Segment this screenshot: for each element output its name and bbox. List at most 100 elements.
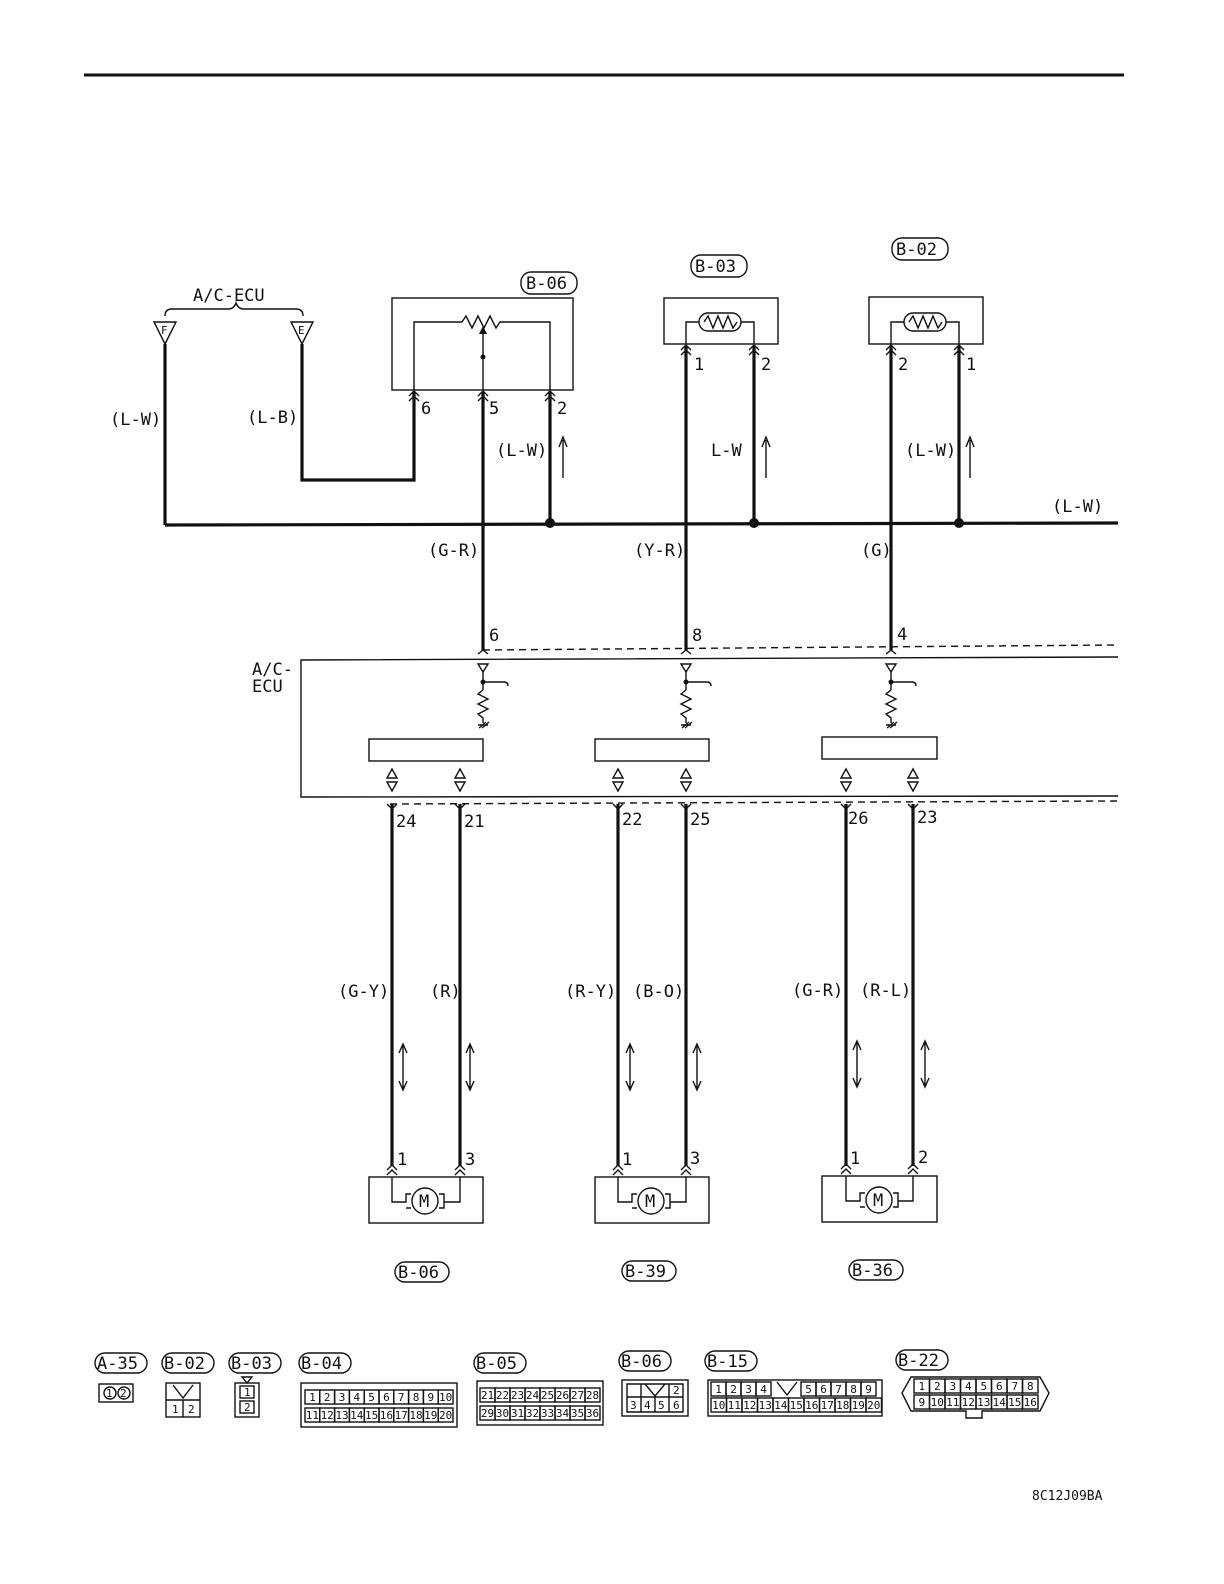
motor-b36-tag-box (848, 1259, 904, 1281)
conn-b02-pin-2: 2 (188, 1403, 195, 1416)
sensor-b06-tag: B-06 (526, 274, 567, 294)
wire-color-lw-left: (L-W) (110, 410, 161, 430)
ecu-pin-24: 24 (396, 812, 416, 832)
conn-b15-pin-9-cell (860, 1381, 877, 1397)
wire-color-lb: (L-B) (247, 408, 298, 428)
conn-b03-pin-1: 1 (244, 1386, 251, 1399)
conn-b22-tag: B-22 (898, 1351, 939, 1371)
conn-b04-pin-10: 10 (439, 1391, 452, 1404)
ecu-pin-8: 8 (692, 626, 702, 646)
current-arrow-b02 (965, 435, 975, 478)
conn-b15-key (776, 1381, 798, 1397)
conn-b04-pin-19: 19 (424, 1409, 437, 1422)
ecu-driver-io-triangles (385, 767, 920, 793)
conn-b15-pin-18: 18 (836, 1399, 849, 1412)
wiper-junction (480, 354, 486, 360)
current-arrow-b03 (761, 435, 771, 478)
conn-b06-grid (626, 1383, 684, 1413)
conn-b05-pin-28-cell (584, 1387, 601, 1403)
conn-b04-pin-20-cell (437, 1407, 454, 1423)
potentiometer-resistor (461, 314, 503, 330)
conn-b02-pin-1: 1 (172, 1403, 179, 1416)
conn-b15-pin-20: 20 (867, 1399, 880, 1412)
conn-b22-pin-8: 8 (1027, 1380, 1034, 1393)
conn-b04-pin-12: 12 (321, 1409, 334, 1422)
ecu-input-circuit-1 (476, 663, 509, 729)
conn-b04-pin-17: 17 (395, 1409, 408, 1422)
motor-b39-pin-1: 1 (622, 1150, 632, 1170)
conn-b04-pin-11: 11 (306, 1409, 319, 1422)
conn-b04-pin-15: 15 (365, 1409, 378, 1422)
ecu-driver-3 (821, 736, 938, 760)
motor-b06-pin-arrows (386, 1164, 466, 1176)
conn-b04-pin-13: 13 (335, 1409, 348, 1422)
conn-b22-pin-10: 10 (931, 1396, 944, 1409)
conn-b15-pin-4: 4 (760, 1383, 767, 1396)
sensor-b06: B-06 6 5 2 (391, 271, 578, 419)
conn-b04-pin-9: 9 (427, 1391, 434, 1404)
wire-lw-bus (164, 521, 1119, 527)
motor-b06-tag-box (394, 1261, 450, 1283)
sensor-b06-pin-6: 6 (421, 399, 431, 419)
motor-b06-box (368, 1176, 484, 1224)
ecu-node-2 (683, 679, 689, 685)
conn-b02-tag: B-02 (164, 1354, 205, 1374)
conn-b05-pin-28: 28 (586, 1389, 599, 1402)
conn-b04-pin-2: 2 (324, 1391, 331, 1404)
conn-b22-pin-1: 1 (918, 1380, 925, 1393)
conn-b04-face (300, 1382, 458, 1428)
conn-b15-pin-19: 19 (852, 1399, 865, 1412)
sensor-b02-thermistor (903, 312, 947, 332)
conn-b03-tag-box (228, 1352, 282, 1374)
ecu-pin-25: 25 (690, 810, 710, 830)
conn-b22-pin-7: 7 (1011, 1380, 1018, 1393)
terminal-f-triangle (152, 321, 178, 346)
current-arrow-b06 (558, 435, 568, 478)
conn-b03-pin-box-1 (239, 1385, 255, 1399)
conn-a35-tag-box (94, 1352, 148, 1374)
conn-b15-pin-20-cell (865, 1397, 883, 1413)
conn-a35-face (98, 1383, 134, 1403)
ecu-input-circuit-3 (884, 663, 917, 729)
conn-b04-pin-16: 16 (380, 1409, 393, 1422)
conn-b05-pin-31: 31 (511, 1407, 524, 1420)
ecu-top-brace (164, 300, 304, 317)
potentiometer-frame (413, 321, 551, 390)
conn-b05-pin-29: 29 (481, 1407, 494, 1420)
motor-b06-pin-1: 1 (397, 1150, 407, 1170)
motor-b06: M 1 3 B-06 (368, 1150, 484, 1283)
ecu-top-label: A/C-ECU (193, 286, 265, 306)
ecu-dash-top (482, 644, 1119, 651)
sensor-b02-frame (890, 321, 960, 344)
conn-b22-pin-16-cell (1021, 1394, 1039, 1410)
sensor-b02-pin-1: 1 (966, 355, 976, 375)
motor-b39-wiring (617, 1177, 687, 1209)
conn-b06-pin-4: 4 (644, 1399, 651, 1412)
sensor-b02-tag-box (891, 237, 949, 261)
conn-b15-tag-box (704, 1350, 758, 1372)
conn-a35-pin-2: 2 (120, 1387, 127, 1400)
wire-lb-e (300, 344, 416, 482)
conn-a35-pin-circle-1 (103, 1386, 117, 1400)
motor-b39-tag: B-39 (625, 1262, 666, 1282)
sensor-b03-thermistor-zigzag (703, 314, 738, 330)
motor-current-arrows (398, 1039, 930, 1092)
conn-b03-tag: B-03 (231, 1354, 272, 1374)
motor-b36-pin-1: 1 (850, 1149, 860, 1169)
motor-b06-pin-3: 3 (465, 1150, 475, 1170)
motor-b36-pin-arrows (840, 1163, 919, 1175)
conn-b05-pin-36: 36 (586, 1407, 599, 1420)
sensor-b02-thermistor-zigzag (908, 314, 943, 330)
ecu-pin-26: 26 (848, 809, 868, 829)
conn-b22-pin-13: 13 (977, 1396, 990, 1409)
ecu-pin-23: 23 (917, 808, 937, 828)
conn-b15-pin-7: 7 (835, 1383, 842, 1396)
sensor-pin-arrows (408, 344, 965, 402)
ecu-input-circuit-2 (679, 663, 712, 729)
wire-color-gy: (G-Y) (338, 982, 389, 1002)
conn-b15-pin-16: 16 (805, 1399, 818, 1412)
motor-b39: M 1 3 B-39 (594, 1149, 710, 1282)
